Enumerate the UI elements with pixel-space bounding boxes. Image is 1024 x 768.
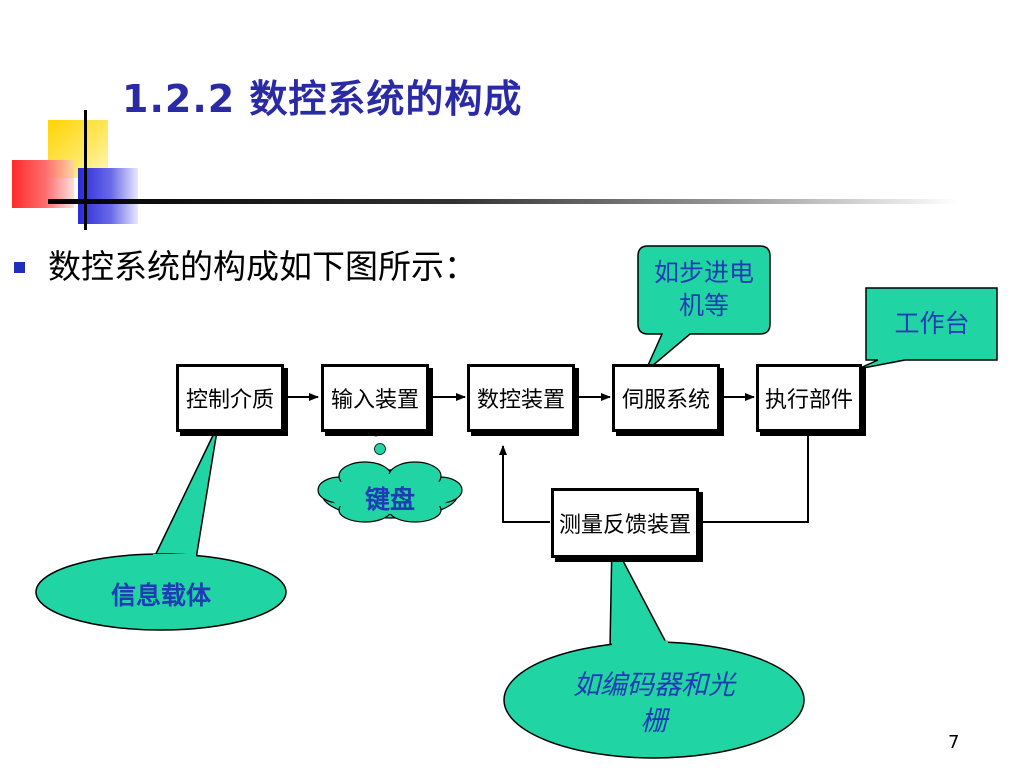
callout-worktable-shape <box>857 287 998 370</box>
header-decoration-vertical-line <box>84 110 87 230</box>
box-actuator: 执行部件 <box>756 364 862 432</box>
box-control-medium: 控制介质 <box>176 364 284 432</box>
callout-worktable-text: 工作台 <box>894 309 970 338</box>
callout-encoder-text: 如编码器和光栅 <box>573 670 735 737</box>
slide-title: 1.2.2 数控系统的构成 <box>122 77 523 121</box>
header-divider-line <box>48 199 958 204</box>
feedback-line-from-actuator <box>702 432 809 523</box>
box-feedback-device: 测量反馈装置 <box>551 488 699 558</box>
box-servo-system: 伺服系统 <box>612 364 720 432</box>
bullet-marker <box>14 262 25 273</box>
page-number: 7 <box>948 732 960 753</box>
callout-stepper-motor-text: 如步进电机等 <box>653 258 754 320</box>
thought-bubble-large <box>374 443 386 455</box>
feedback-line-to-nc <box>499 445 550 523</box>
bullet-text: 数控系统的构成如下图所示： <box>48 247 477 286</box>
callout-stepper-motor-shape <box>637 245 771 373</box>
header-decoration-blue <box>78 168 138 224</box>
callout-keyboard-text: 键盘 <box>364 485 415 514</box>
box-input-device: 输入装置 <box>321 364 429 432</box>
callout-info-carrier-tail <box>150 424 219 566</box>
callout-info-carrier-text: 信息载体 <box>110 581 211 610</box>
box-nc-device: 数控装置 <box>467 364 575 432</box>
